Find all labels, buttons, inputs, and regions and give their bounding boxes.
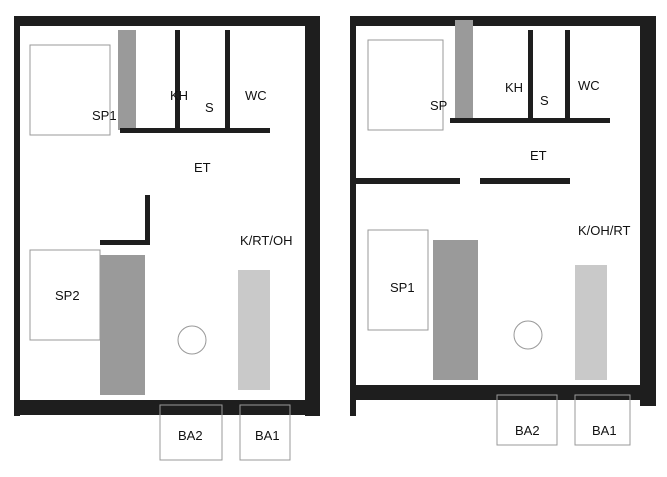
room-label: KH — [505, 80, 523, 95]
outer-wall-right — [305, 16, 320, 416]
room-label: WC — [578, 78, 600, 93]
wall-wc-divider — [565, 30, 570, 120]
balcony-1 — [239, 404, 291, 461]
wardrobe-sp2 — [100, 255, 145, 395]
floor-plan-right: SP KH S WC ET K/OH/RT SP1 BA2 BA1 — [350, 16, 656, 446]
balcony-label: BA1 — [592, 423, 617, 438]
bed-sp1 — [367, 229, 429, 331]
outer-wall-left — [14, 16, 20, 416]
outer-wall-left — [350, 16, 356, 416]
outer-wall-top — [350, 16, 656, 26]
balcony-1 — [574, 394, 631, 446]
wall-bath-divider — [175, 30, 180, 130]
balcony-label: BA1 — [255, 428, 280, 443]
room-label: SP — [430, 98, 447, 113]
room-label: S — [205, 100, 214, 115]
wardrobe — [118, 30, 136, 130]
wall-bath-divider — [528, 30, 533, 120]
balcony-label: BA2 — [515, 423, 540, 438]
room-label: SP2 — [55, 288, 80, 303]
wall-bath — [120, 128, 270, 133]
balcony-2 — [496, 394, 558, 446]
bed-sp1 — [29, 44, 111, 136]
dining-table — [513, 320, 543, 350]
bed-sp — [367, 39, 444, 131]
dining-table — [177, 325, 207, 355]
wall-hall — [145, 195, 150, 245]
room-label: K/OH/RT — [578, 223, 631, 238]
kitchen-counter — [238, 270, 270, 390]
bed-sp2 — [29, 249, 101, 341]
wardrobe — [455, 20, 473, 120]
wall-sp2 — [100, 240, 150, 245]
room-label: K/RT/OH — [240, 233, 293, 248]
room-label: KH — [170, 88, 188, 103]
outer-wall-right — [640, 16, 656, 406]
outer-wall-top — [14, 16, 320, 26]
floor-plan-left: SP1 KH S WC ET K/RT/OH SP2 BA2 BA1 — [14, 16, 320, 461]
wall-bedrooms — [350, 178, 460, 184]
wall-bath — [450, 118, 610, 123]
room-label: SP1 — [92, 108, 117, 123]
room-label: ET — [530, 148, 547, 163]
room-label: SP1 — [390, 280, 415, 295]
balcony-label: BA2 — [178, 428, 203, 443]
room-label: WC — [245, 88, 267, 103]
room-label: ET — [194, 160, 211, 175]
wardrobe-sp1 — [433, 240, 478, 380]
wall-wc-divider — [225, 30, 230, 130]
outer-wall-bottom — [350, 385, 656, 400]
room-label: S — [540, 93, 549, 108]
kitchen-counter — [575, 265, 607, 380]
balcony-2 — [159, 404, 223, 461]
outer-wall-bottom — [14, 400, 320, 415]
wall-kitchen — [480, 178, 570, 184]
